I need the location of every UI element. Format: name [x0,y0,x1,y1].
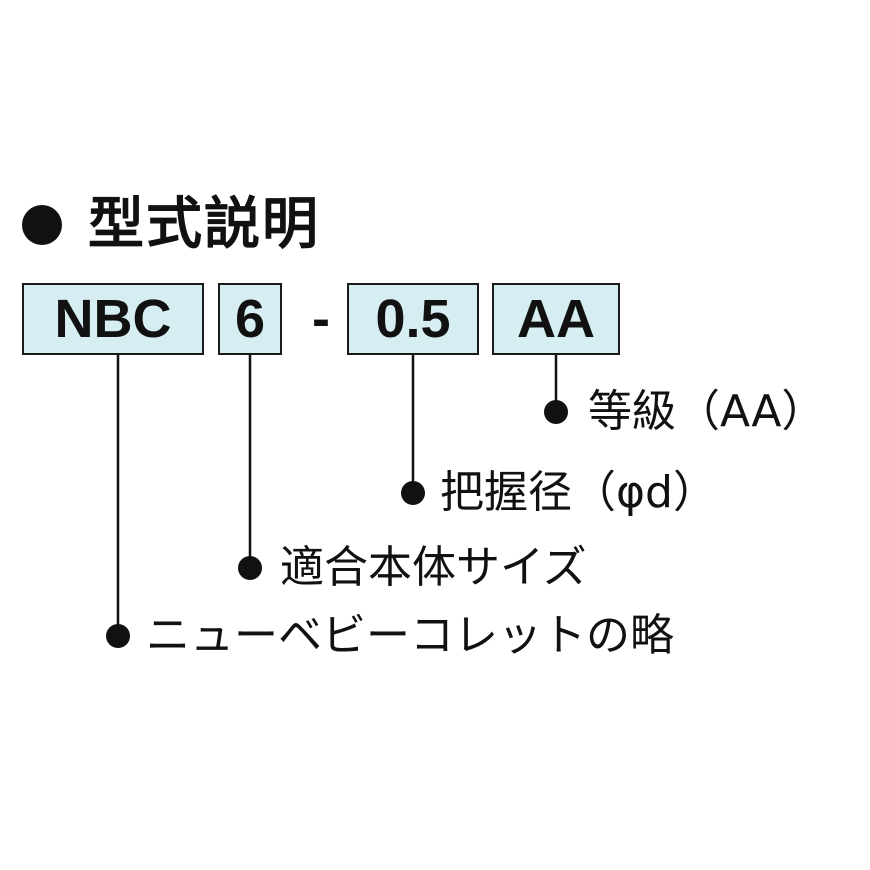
code-part-grip-diameter: 0.5 [347,283,479,355]
leader-dot-grip-diameter [401,481,425,505]
leader-dot-series [106,624,130,648]
code-separator: - [312,289,330,349]
bullet-icon [22,205,62,245]
code-part-body-size: 6 [218,283,282,355]
code-part-grade: AA [492,283,620,355]
label-abbreviation: ニューベビーコレットの略 [146,610,674,661]
label-grip-diameter: 把握径（φd） [440,467,717,518]
heading-title: 型式説明 [88,192,320,257]
leader-dot-grade [544,400,568,424]
code-part-series: NBC [22,283,204,355]
section-heading: 型式説明 [22,190,320,260]
label-grade: 等級（AA） [588,386,826,437]
label-body-size: 適合本体サイズ [280,542,587,593]
leader-dot-body-size [238,556,262,580]
